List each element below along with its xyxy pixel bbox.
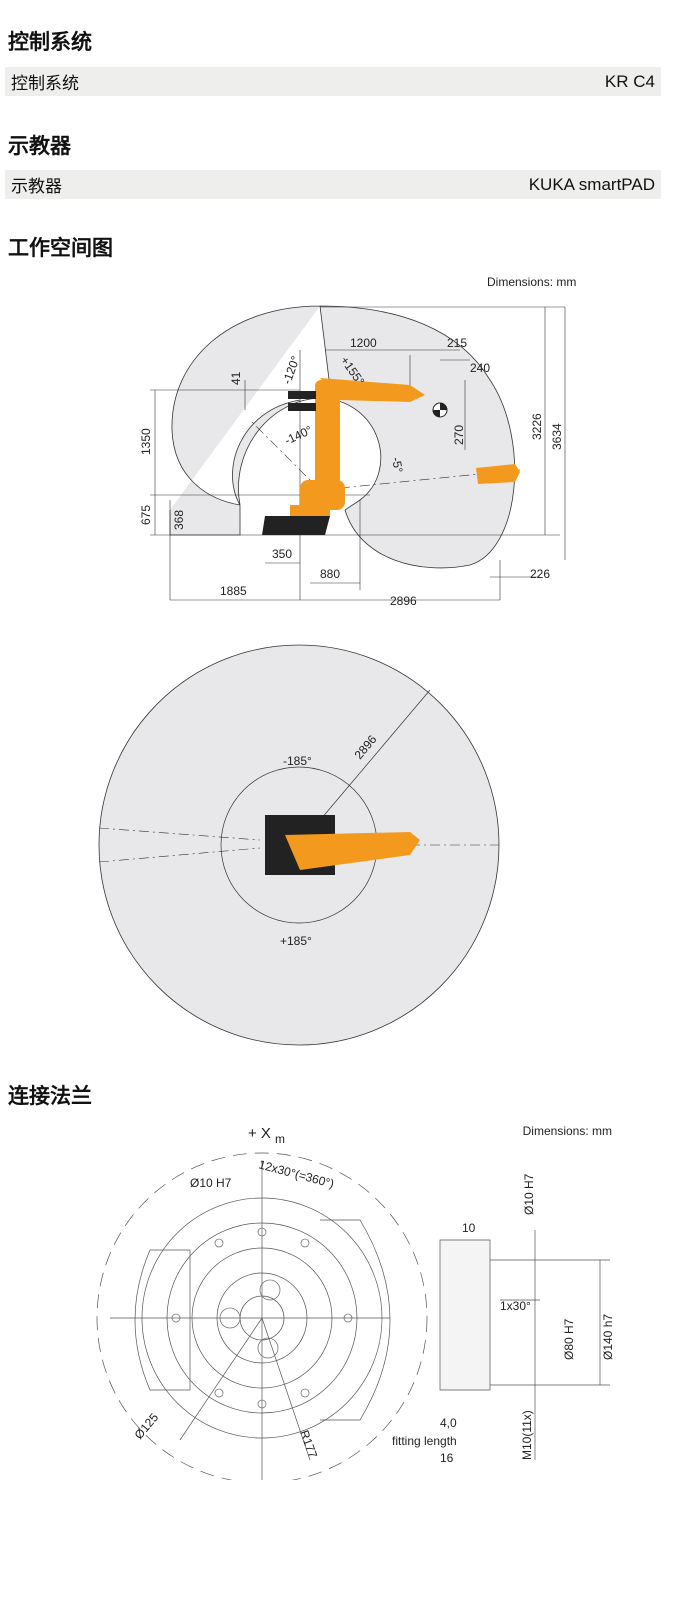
flange-diagram: Dimensions: mm + X m Ø10 H7 12x30°(=360°… [96, 1124, 615, 1480]
dim-675: 675 [139, 505, 153, 525]
dim-side-pin: Ø10 H7 [522, 1173, 536, 1215]
dim-1885: 1885 [220, 584, 247, 598]
dim-r177: R177 [297, 1428, 320, 1460]
dim-215: 215 [447, 336, 467, 350]
dim-41: 41 [229, 371, 243, 385]
dim-368: 368 [172, 510, 186, 530]
robot-arm-illustration [290, 378, 520, 517]
section-title-flange: 连接法兰 [8, 1084, 92, 1108]
dim-3634: 3634 [550, 423, 564, 450]
dim-1200: 1200 [350, 336, 377, 350]
dim-pin: Ø10 H7 [190, 1176, 232, 1190]
dim-hole-pattern: 12x30°(=360°) [257, 1157, 335, 1191]
workspace-top-diagram: -185° +185° 2896 [98, 644, 500, 1046]
dim-226: 226 [530, 567, 550, 581]
spec-label: 控制系统 [11, 74, 79, 94]
units-label: Dimensions: mm [487, 275, 576, 289]
angle-p185: +185° [280, 934, 312, 948]
dim-3226: 3226 [530, 413, 544, 440]
spec-row-control: 控制系统 KR C4 [5, 67, 661, 96]
dim-d140: Ø140 h7 [601, 1314, 615, 1360]
dim-240: 240 [470, 361, 490, 375]
section-title-pendant: 示教器 [8, 134, 71, 158]
section-title-workspace: 工作空间图 [8, 236, 113, 260]
spec-value: KR C4 [604, 71, 655, 91]
workspace-side-diagram: Dimensions: mm 1200 215 240 2896 1885 88… [139, 275, 576, 608]
dim-chamfer: 1x30° [500, 1299, 531, 1313]
dim-880: 880 [320, 567, 340, 581]
dim-270: 270 [452, 425, 466, 445]
units-label: Dimensions: mm [523, 1124, 612, 1138]
dim-10: 10 [462, 1221, 476, 1235]
dim-d80: Ø80 H7 [562, 1318, 576, 1360]
dim-thread: M10(11x) [520, 1410, 534, 1460]
section-title-control: 控制系统 [8, 30, 92, 54]
spec-label: 示教器 [11, 177, 62, 197]
spec-value: KUKA smartPAD [528, 174, 655, 194]
dim-16: 16 [440, 1451, 454, 1465]
dim-d125: Ø125 [132, 1410, 162, 1442]
angle-m185: -185° [283, 754, 312, 768]
dim-350: 350 [272, 547, 292, 561]
dim-fit-value: 4,0 [440, 1416, 457, 1430]
dim-2896: 2896 [390, 594, 417, 608]
angle-m120: -120° [280, 354, 303, 386]
axis-label: + X [248, 1125, 271, 1142]
fitting-length-label: fitting length [392, 1434, 457, 1448]
dim-1350: 1350 [139, 428, 153, 455]
axis-subscript: m [275, 1132, 285, 1146]
angle-m5: -5° [389, 456, 406, 474]
spec-row-pendant: 示教器 KUKA smartPAD [5, 170, 661, 199]
